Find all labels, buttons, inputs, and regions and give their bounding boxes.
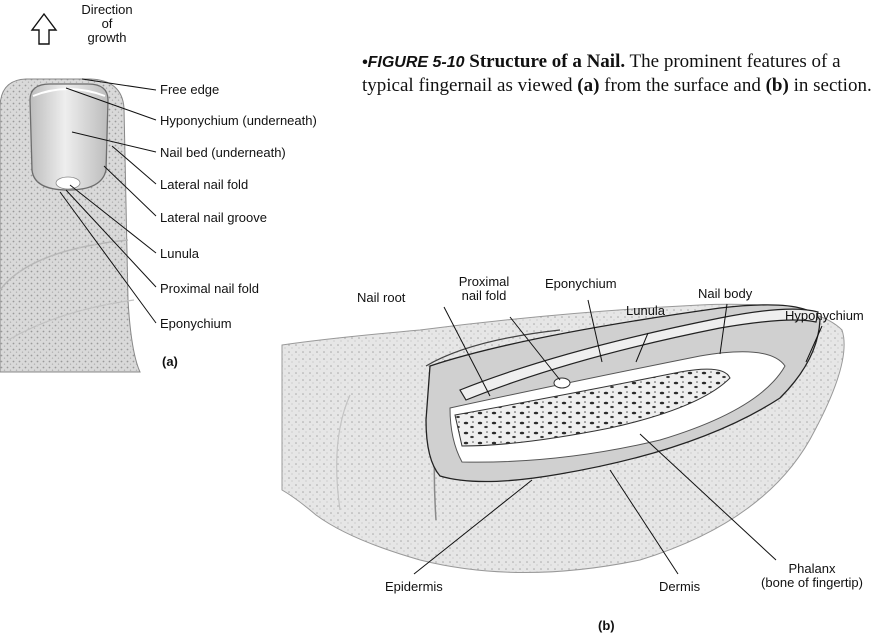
lunula-shape bbox=[56, 177, 80, 189]
label-lateral-nail-groove: Lateral nail groove bbox=[160, 210, 267, 225]
caption-text-3: in section. bbox=[789, 75, 872, 96]
label-nail-body: Nail body bbox=[698, 286, 752, 301]
panel-b-label: (b) bbox=[598, 618, 615, 633]
label-eponychium-a: Eponychium bbox=[160, 316, 232, 331]
fingertip-section-illustration bbox=[282, 304, 844, 572]
label-lunula-b: Lunula bbox=[626, 303, 665, 318]
label-epidermis: Epidermis bbox=[385, 579, 443, 594]
figure-title: Structure of a Nail. bbox=[469, 51, 625, 72]
label-dermis: Dermis bbox=[659, 579, 700, 594]
panel-a-label: (a) bbox=[162, 354, 178, 369]
growth-label-line-1: Direction bbox=[76, 2, 138, 17]
growth-arrow-icon bbox=[32, 14, 56, 44]
label-free-edge: Free edge bbox=[160, 82, 219, 97]
caption-ref-b: (b) bbox=[766, 75, 789, 96]
label-phalanx-line-2: (bone of fingertip) bbox=[742, 575, 882, 590]
caption-ref-a: (a) bbox=[577, 75, 599, 96]
label-proximal-nail-fold-a: Proximal nail fold bbox=[160, 281, 259, 296]
label-eponychium-b: Eponychium bbox=[545, 276, 617, 291]
label-hyponychium-b: Hyponychium bbox=[785, 308, 864, 323]
caption-text-2: from the surface and bbox=[599, 75, 765, 96]
label-hyponychium-a: Hyponychium (underneath) bbox=[160, 113, 317, 128]
label-lateral-nail-fold: Lateral nail fold bbox=[160, 177, 248, 192]
label-nail-root: Nail root bbox=[357, 290, 405, 305]
label-nail-bed: Nail bed (underneath) bbox=[160, 145, 286, 160]
label-proximal-nail-fold-b-line-1: Proximal bbox=[444, 274, 524, 289]
label-proximal-nail-fold-b-line-2: nail fold bbox=[444, 288, 524, 303]
nail-surface-view bbox=[30, 84, 108, 190]
figure-caption: •FIGURE 5-10 Structure of a Nail. The pr… bbox=[362, 50, 886, 97]
label-lunula-a: Lunula bbox=[160, 246, 199, 261]
growth-label-line-3: growth bbox=[76, 30, 138, 45]
figure-number: •FIGURE 5-10 bbox=[362, 54, 465, 71]
label-phalanx-line-1: Phalanx bbox=[742, 561, 882, 576]
growth-label-line-2: of bbox=[76, 16, 138, 31]
